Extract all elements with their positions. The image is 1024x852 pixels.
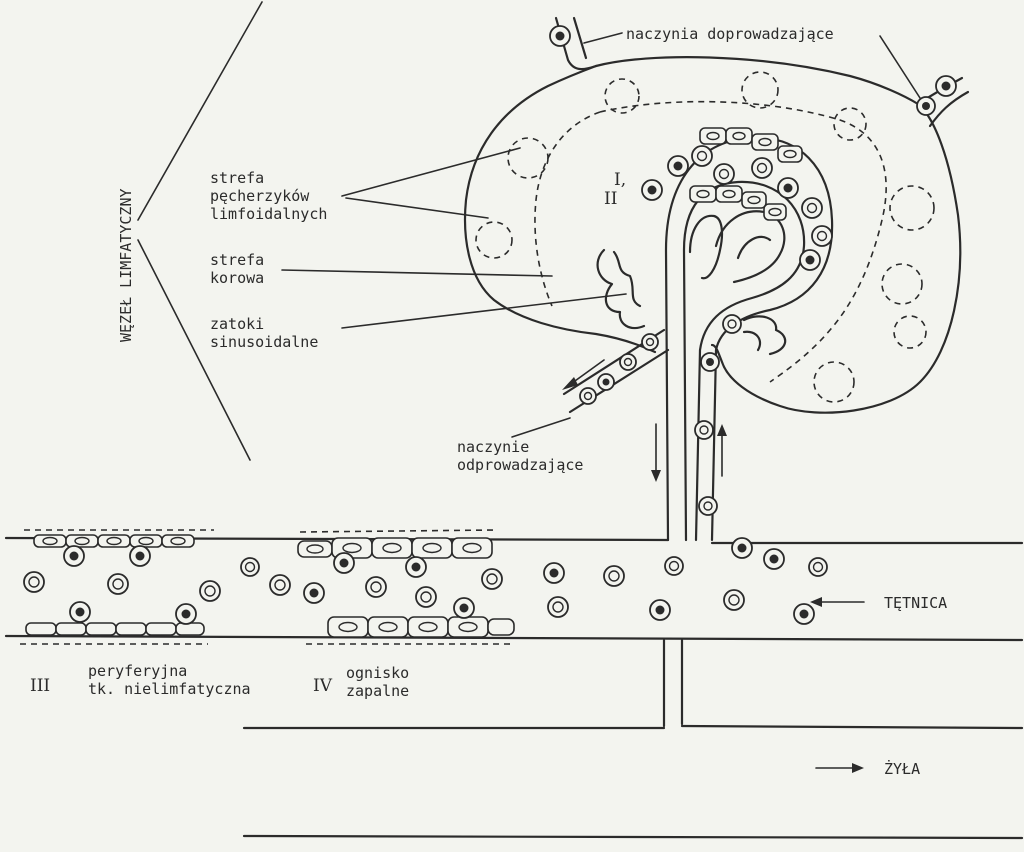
up-arrow xyxy=(717,424,727,477)
lymphoid-follicles xyxy=(475,71,935,403)
flow-arrows xyxy=(562,359,865,773)
endothelial-cells xyxy=(25,127,803,638)
follicle-zone-label-2: pęcherzyków xyxy=(210,187,310,205)
cortex-label-2: korowa xyxy=(210,269,264,287)
leader-lines xyxy=(281,32,921,438)
peripheral-label-1: peryferyjna xyxy=(88,662,187,680)
node-title-bracket xyxy=(137,1,263,461)
cortex-label-1: strefa xyxy=(210,251,264,269)
inflam-label-1: ognisko xyxy=(346,664,409,682)
follicle-zone-label-3: limfoidalnych xyxy=(210,205,327,223)
lymphocytes-dark xyxy=(63,25,957,625)
artery-label: TĘTNICA xyxy=(884,594,947,612)
efferent-arrow xyxy=(562,359,605,390)
inflam-label-2: zapalne xyxy=(346,682,409,700)
efferent-label-2: odprowadzające xyxy=(457,456,583,474)
roman-i-label: I, xyxy=(614,170,626,190)
afferent-label: naczynia doprowadzające xyxy=(626,25,834,43)
down-arrow xyxy=(651,423,661,482)
sinus-label-1: zatoki xyxy=(210,315,264,333)
roman-ii-label: II xyxy=(604,189,617,209)
sinus-label-2: sinusoidalne xyxy=(210,333,318,351)
follicle-zone-label-1: strefa xyxy=(210,169,264,187)
endothelium-left-bottom xyxy=(25,622,205,636)
endothelium-inflam-bottom xyxy=(327,616,515,638)
lymphocytes xyxy=(23,25,957,625)
roman-iv-label: IV xyxy=(313,676,333,696)
efferent-label-1: naczynie xyxy=(457,438,529,456)
endothelium-inflam-top xyxy=(297,537,493,559)
artery-arrow xyxy=(810,597,865,607)
endothelium-left-top xyxy=(33,534,195,548)
lymphocytes-ring xyxy=(23,145,833,618)
node-title-label: WĘZEŁ LIMFATYCZNY xyxy=(117,188,135,342)
vein-arrow xyxy=(815,763,864,773)
hev-endothelium xyxy=(689,127,803,221)
roman-iii-label: III xyxy=(30,676,50,696)
peripheral-label-2: tk. nielimfatyczna xyxy=(88,680,251,698)
vein-label: ŻYŁA xyxy=(884,759,920,778)
